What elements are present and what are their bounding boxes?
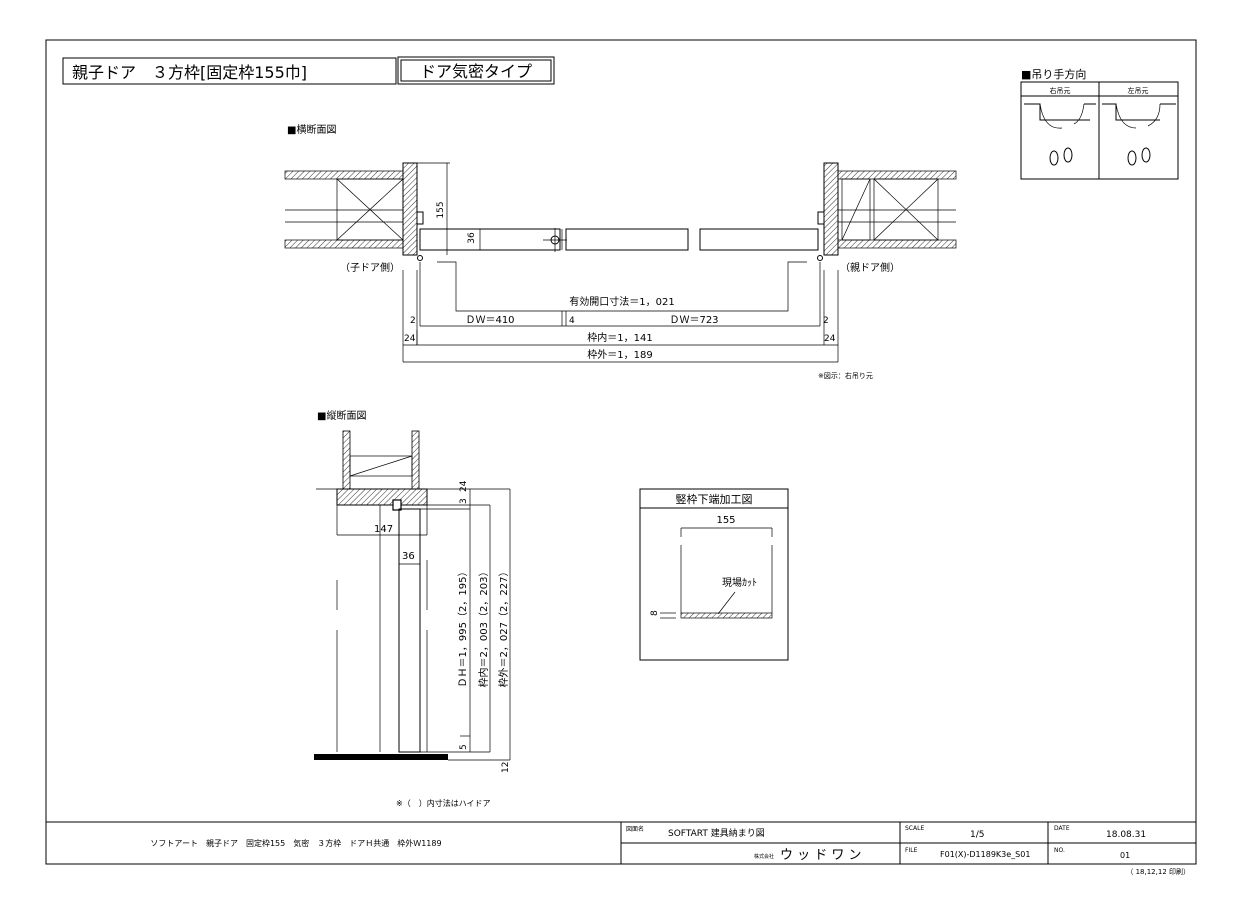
title-type: ドア気密タイプ [420,62,532,81]
footprints-icon [1127,147,1151,166]
type-box-inner [400,59,552,82]
handle-icon [543,228,567,252]
scale-value: 1/5 [970,830,984,840]
type-box-outer [397,56,555,85]
plan-frame-outer: 枠外＝1，189 [587,348,652,361]
company-name: ウ ッ ド ワ ン [780,848,862,863]
date-label: DATE [1054,825,1070,832]
print-note: （ 18,12,12 印刷） [1126,868,1190,876]
name-value: SOFTART 建具納まり図 [668,827,765,839]
section-note: ※（ ）内寸法はハイドア [396,798,491,808]
plan-dim-36: 36 [467,232,477,244]
section-dim-24: 24 [459,480,469,492]
drawing-description: ソフトアート 親子ドア 固定枠155 気密 ３方枠 ドアＨ共通 枠外Ｗ1189 [150,838,441,848]
section-frame-inner: 枠内＝2，003（2，203） [477,567,490,688]
sheet-border [45,39,1197,865]
file-value: F01(X)-D1189K3e_S01 [940,850,1030,859]
footprints-icon [1049,147,1073,166]
file-label: FILE [905,847,918,854]
section-heading: ■縦断面図 [317,409,366,422]
section-dh: ＤＨ＝1，995（2，195） [457,567,469,688]
plan-frame-inner: 枠内＝1，141 [587,331,652,344]
dw-right: ＤＷ＝723 [669,315,718,326]
date-value: 18.08.31 [1106,830,1146,840]
plan-heading: ■横断面図 [287,123,336,136]
child-side-label: （子ドア側） [340,261,400,274]
section-dim-3: 3 [459,498,469,504]
detail-dim-8: 8 [650,610,660,616]
detail-heading: 竪枠下端加工図 [676,492,753,506]
section-dim-5: 5 [459,744,469,750]
hinge-left-label: 左吊元 [1128,86,1149,95]
cut-label: 現場ｶｯﾄ [722,576,757,589]
scale-label: SCALE [905,825,924,832]
title-main: 親子ドア ３方枠[固定枠155巾] [72,63,307,82]
gap-2-right: 2 [823,316,829,326]
effective-opening: 有効開口寸法＝1，021 [569,295,674,308]
no-label: NO. [1054,847,1065,854]
section-frame-outer: 枠外＝2，027（2，227） [497,567,510,688]
section-dim-36: 36 [402,551,415,562]
detail-dim-155: 155 [716,515,735,526]
section-dim-147: 147 [374,524,393,535]
hinge-right-label: 右吊元 [1050,86,1071,95]
plan-note: ※図示：右吊り元 [818,371,873,380]
detail-box: 竪枠下端加工図 155 現場ｶｯﾄ 8 [639,488,789,661]
gap-4: 4 [569,316,575,326]
no-value: 01 [1120,851,1130,860]
plan-dim-155: 155 [436,201,446,218]
title-block-top: 親子ドア ３方枠[固定枠155巾] ドア気密タイプ [62,56,555,85]
dim-24-right: 24 [824,334,836,344]
hinge-direction: ■吊り手方向 右吊元 左吊元 [1020,67,1179,180]
dim-24-left: 24 [404,334,416,344]
section-dim-12: 12 [501,762,511,773]
title-box [62,57,397,85]
title-block-bottom: ソフトアート 親子ドア 固定枠155 気密 ３方枠 ドアＨ共通 枠外Ｗ1189 … [46,821,1196,876]
vertical-section: ■縦断面図 147 36 3 24 ＤＨ＝1，9 [314,409,511,808]
floor-bar [314,754,448,760]
parent-side-label: （親ドア側） [840,261,900,274]
name-label: 図面名 [626,825,644,833]
company-prefix: 株式会社 [754,853,774,860]
dw-left: ＤＷ＝410 [465,315,514,326]
gap-2-left: 2 [410,316,416,326]
horizontal-section: ■横断面図 [284,123,957,380]
hinge-heading: ■吊り手方向 [1021,67,1086,81]
